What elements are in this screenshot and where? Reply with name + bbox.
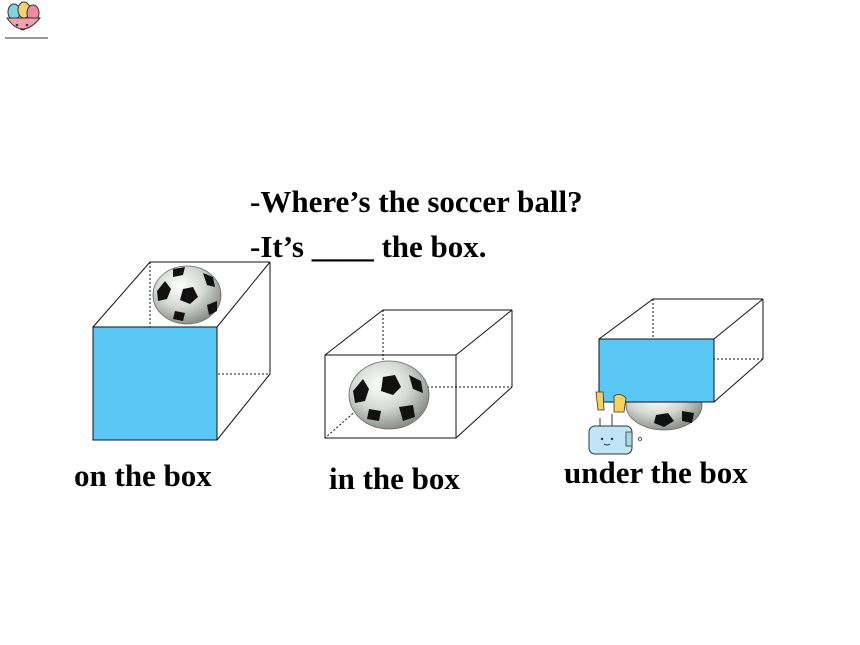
question-line-2: -It’s ____ the box. [250,229,487,264]
question-line-1: -Where’s the soccer ball? [250,184,583,219]
box-under-front-face [598,338,715,403]
soccer-ball-icon [152,265,222,325]
toaster-icon [588,391,642,455]
egg-basket-icon [5,1,48,39]
caption-under-the-box: under the box [564,455,748,490]
soccer-ball-icon [348,360,430,430]
caption-on-the-box: on the box [74,458,212,493]
box-on-front-face [92,326,218,441]
caption-in-the-box: in the box [329,461,460,496]
box-in [324,309,513,439]
